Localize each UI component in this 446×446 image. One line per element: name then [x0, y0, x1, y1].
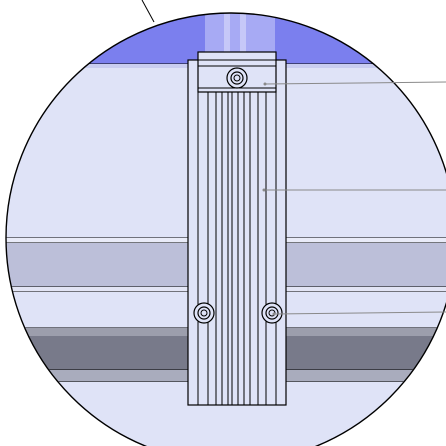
- detail-leader-line: [141, 0, 155, 23]
- top-band-stripe: [240, 13, 246, 52]
- detail-circle-outline: [5, 12, 446, 446]
- top-cap-screw-callout: [263, 81, 446, 86]
- side-screw-callout: [272, 311, 446, 316]
- top-cap-screw: [226, 67, 248, 89]
- vertical-rail: [187, 59, 287, 406]
- top-band-stripe: [224, 13, 230, 52]
- left-side-screw: [193, 302, 215, 324]
- vertical-rail-callout: [262, 188, 446, 192]
- right-side-screw: [261, 302, 283, 324]
